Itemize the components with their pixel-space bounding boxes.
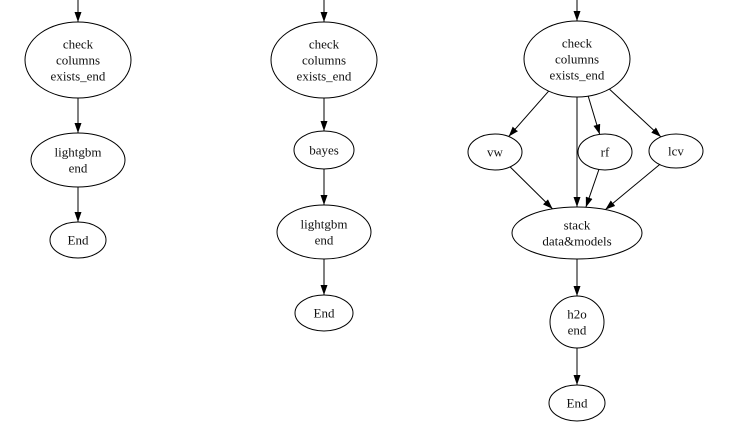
node-label-line: columns bbox=[56, 53, 100, 68]
node-label-line: exists_end bbox=[297, 69, 352, 84]
edge-check_columns-to-vw bbox=[508, 90, 550, 137]
node-vw bbox=[467, 133, 523, 171]
node-check_columns bbox=[523, 20, 631, 98]
node-label-bayes: bayes bbox=[309, 143, 339, 158]
node-check_columns bbox=[24, 21, 132, 99]
node-label-line: check bbox=[63, 37, 94, 52]
node-lightgbm_end bbox=[276, 204, 372, 260]
node-label-vw: vw bbox=[487, 145, 504, 160]
node-label-line: exists_end bbox=[550, 68, 605, 83]
node-label-End: End bbox=[567, 396, 588, 411]
node-label-line: lightgbm bbox=[55, 145, 102, 160]
edge-lcv-to-stack_data_models bbox=[604, 164, 661, 210]
node-End bbox=[49, 221, 107, 259]
node-lightgbm_end bbox=[30, 132, 126, 188]
node-label-rf: rf bbox=[601, 145, 610, 160]
node-label-line: check bbox=[562, 36, 593, 51]
node-label-line: check bbox=[309, 37, 340, 52]
node-label-line: End bbox=[68, 233, 89, 248]
node-label-line: rf bbox=[601, 145, 610, 160]
node-check_columns bbox=[270, 21, 378, 99]
node-label-line: lightgbm bbox=[301, 217, 348, 232]
node-label-line: columns bbox=[302, 53, 346, 68]
node-label-End: End bbox=[314, 306, 335, 321]
node-label-line: data&models bbox=[542, 234, 611, 249]
node-label-line: End bbox=[567, 396, 588, 411]
node-label-line: end bbox=[568, 323, 587, 338]
node-label-line: h2o bbox=[567, 307, 587, 322]
edge-check_columns-to-rf bbox=[587, 95, 601, 135]
node-label-lcv: lcv bbox=[668, 144, 684, 159]
node-label-line: bayes bbox=[309, 143, 339, 158]
node-End bbox=[548, 384, 606, 422]
node-label-line: exists_end bbox=[51, 69, 106, 84]
node-lcv bbox=[648, 133, 704, 169]
node-label-line: columns bbox=[555, 52, 599, 67]
node-label-line: lcv bbox=[668, 144, 684, 159]
node-label-End: End bbox=[68, 233, 89, 248]
edge-check_columns-to-lcv bbox=[609, 88, 662, 138]
node-label-line: End bbox=[314, 306, 335, 321]
node-label-line: vw bbox=[487, 145, 504, 160]
node-h2o_end bbox=[549, 295, 605, 349]
edge-vw-to-stack_data_models bbox=[509, 166, 553, 210]
node-rf bbox=[577, 133, 633, 171]
node-label-line: end bbox=[69, 161, 88, 176]
node-End bbox=[294, 294, 354, 332]
node-label-line: end bbox=[315, 233, 334, 248]
node-bayes bbox=[293, 130, 355, 170]
edge-rf-to-stack_data_models bbox=[585, 169, 600, 208]
node-stack_data_models bbox=[511, 206, 643, 260]
node-label-line: stack bbox=[564, 218, 591, 233]
